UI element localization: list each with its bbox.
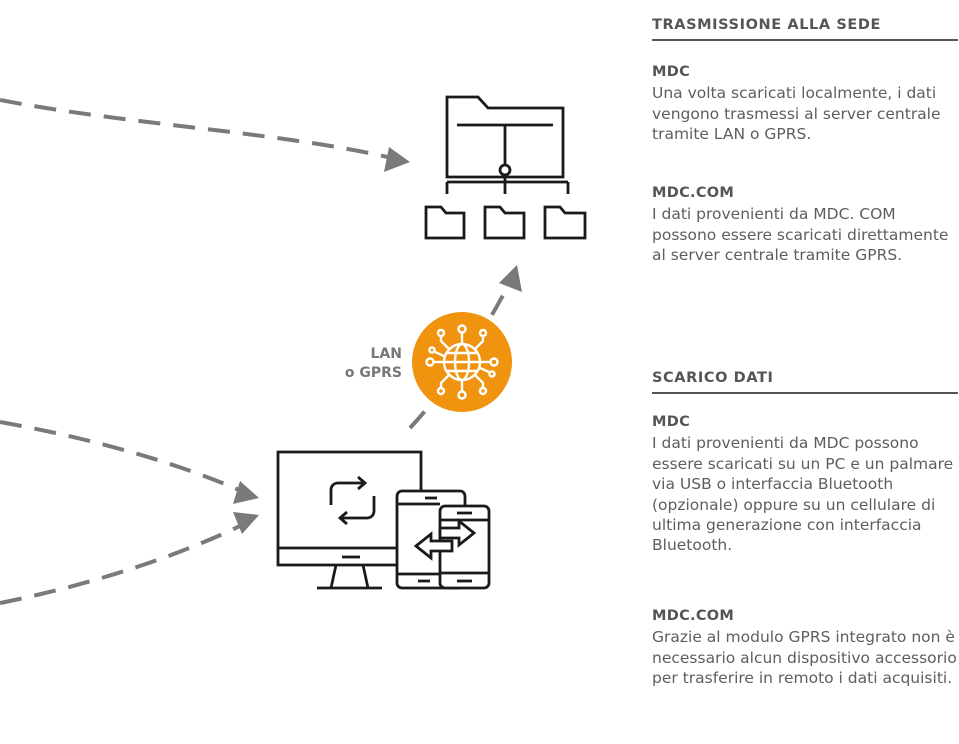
trasmissione-mdc-heading: MDC xyxy=(652,64,691,80)
arrowhead-computer-upper xyxy=(233,481,259,504)
arrowhead-computer-lower xyxy=(233,512,259,534)
computer-phone-sync-icon xyxy=(276,450,491,590)
sync-arrows-icon xyxy=(329,475,376,526)
globe-network-icon xyxy=(412,312,512,412)
arrow-into-server xyxy=(0,98,393,160)
trasmissione-mdccom-heading: MDC.COM xyxy=(652,185,735,201)
connection-label-line-2: o GPRS xyxy=(344,365,402,381)
section-title-scarico: SCARICO DATI xyxy=(652,370,958,394)
monitor-outline xyxy=(276,450,423,567)
arrow-into-computer-upper xyxy=(0,420,249,496)
trasmissione-mdc-text: Una volta scaricati localmente, i dati v… xyxy=(652,84,941,144)
scarico-mdc-text: I dati provenienti da MDC possono essere… xyxy=(652,434,954,555)
arrow-into-computer-lower xyxy=(0,520,249,605)
section-title-trasmissione: TRASMISSIONE ALLA SEDE xyxy=(652,17,958,41)
scarico-mdccom-heading: MDC.COM xyxy=(652,608,735,624)
connection-label: LAN o GPRS xyxy=(318,345,402,383)
arrowhead-network-up xyxy=(499,265,522,292)
trasmissione-mdc-block: MDC Una volta scaricati localmente, i da… xyxy=(652,62,959,145)
trasmissione-mdccom-block: MDC.COM I dati provenienti da MDC. COM p… xyxy=(652,183,959,266)
scarico-mdc-block: MDC I dati provenienti da MDC possono es… xyxy=(652,412,959,556)
trasmissione-mdccom-text: I dati provenienti da MDC. COM possono e… xyxy=(652,205,949,265)
server-folders-icon xyxy=(424,95,587,240)
exchange-arrows-icon xyxy=(413,518,477,561)
connection-label-line-1: LAN xyxy=(370,346,402,362)
scarico-mdc-heading: MDC xyxy=(652,414,691,430)
arrow-heads xyxy=(233,147,522,534)
arrowhead-server xyxy=(384,147,410,172)
scarico-mdccom-text: Grazie al modulo GPRS integrato non è ne… xyxy=(652,628,957,688)
scarico-mdccom-block: MDC.COM Grazie al modulo GPRS integrato … xyxy=(652,606,959,689)
